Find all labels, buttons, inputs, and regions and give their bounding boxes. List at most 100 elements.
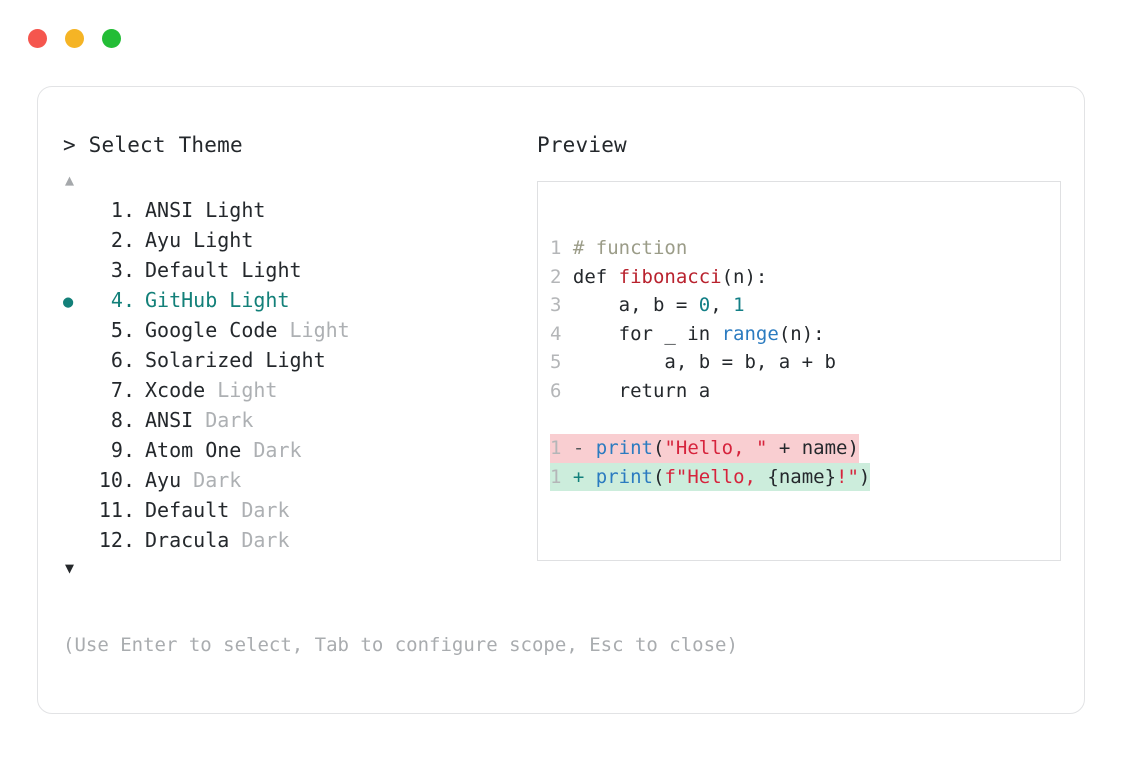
theme-item-number: 6. — [98, 348, 135, 372]
theme-item-number: 12. — [98, 528, 135, 552]
diff-plus-icon: + — [572, 465, 596, 488]
theme-item-variant: Light — [181, 228, 254, 252]
code-token: (n): — [778, 322, 825, 345]
code-token: for _ in — [572, 322, 722, 345]
code-line: 5 a, b = b, a + b — [550, 348, 870, 377]
code-token: 1 — [733, 294, 745, 317]
line-number: 5 — [550, 351, 573, 374]
code-token: + name) — [767, 437, 859, 460]
theme-list-item[interactable]: ● 4.GitHub Light — [63, 285, 533, 315]
diff-minus-icon: - — [572, 437, 596, 460]
theme-item-variant: Dark — [181, 468, 242, 492]
scroll-up-icon[interactable]: ▲ — [65, 171, 75, 189]
theme-item-name: Ayu — [145, 228, 182, 252]
code-token: # function — [572, 237, 688, 259]
theme-item-variant: Dark — [241, 438, 302, 462]
code-token: ) — [858, 465, 871, 488]
theme-list-item[interactable]: 8.ANSI Dark — [63, 405, 533, 435]
theme-item-number: 7. — [98, 378, 135, 402]
bullet-placeholder — [63, 437, 93, 467]
theme-item-number: 10. — [98, 468, 135, 492]
diff-line-added: 1 + print(f"Hello, {name}!") — [550, 462, 871, 492]
code-line: 6 return a — [550, 377, 870, 406]
theme-list-item[interactable]: 10.Ayu Dark — [63, 465, 533, 495]
theme-list-item[interactable]: 3. Default Light — [63, 255, 533, 285]
bullet-placeholder — [63, 467, 93, 497]
code-line: 2 def fibonacci(n): — [550, 263, 870, 292]
theme-item-variant: Light — [205, 378, 278, 402]
bullet-placeholder — [63, 407, 93, 437]
code-token: print — [595, 437, 653, 460]
theme-item-variant: Light — [229, 258, 302, 282]
bullet-placeholder — [63, 257, 93, 287]
code-token: return a — [572, 379, 711, 402]
close-button-icon[interactable] — [28, 28, 47, 48]
code-token: 0 — [698, 294, 711, 317]
theme-item-number: 2. — [98, 228, 135, 252]
code-token: {name} — [767, 465, 837, 488]
theme-list-item[interactable]: 12. Dracula Dark — [63, 525, 533, 555]
diff-row: 1 - print("Hello, " + name) — [550, 434, 870, 463]
theme-item-name: Atom One — [145, 438, 242, 462]
theme-item-variant: Dark — [229, 528, 290, 552]
line-number: 1 — [550, 465, 573, 488]
theme-item-number: 5. — [98, 318, 135, 342]
line-number: 6 — [550, 379, 573, 402]
theme-item-name: Default — [145, 258, 230, 282]
card-columns: > Select Theme ▲ 1.ANSI Light 2. Ayu Ligh… — [38, 87, 1084, 713]
theme-item-name: Dracula — [145, 528, 230, 552]
theme-list-item[interactable]: 11.Default Dark — [63, 495, 533, 525]
bullet-placeholder — [63, 527, 93, 557]
theme-list-item[interactable]: 1.ANSI Light — [63, 195, 533, 225]
diff-block: 1 - print("Hello, " + name)1 + print(f"H… — [550, 434, 871, 492]
line-number: 3 — [550, 294, 573, 317]
theme-item-variant: Light — [277, 318, 350, 342]
theme-item-variant: Light — [217, 288, 290, 312]
keyboard-hint: (Use Enter to select, Tab to configure s… — [63, 634, 738, 656]
theme-list-item[interactable]: 7.Xcode Light — [63, 375, 533, 405]
code-token: range — [721, 322, 779, 345]
bullet-placeholder — [63, 227, 93, 257]
theme-item-name: Solarized — [145, 348, 254, 372]
theme-item-number: 9. — [98, 438, 135, 462]
theme-item-name: Google Code — [145, 318, 278, 342]
theme-list-item[interactable]: 2. Ayu Light — [63, 225, 533, 255]
bullet-placeholder — [63, 197, 93, 227]
maximize-button-icon[interactable] — [102, 28, 121, 48]
window-titlebar — [0, 0, 1129, 76]
code-token: , — [710, 294, 734, 317]
line-number: 2 — [550, 265, 573, 288]
line-number: 1 — [550, 237, 573, 259]
select-theme-prompt: > Select Theme — [63, 133, 243, 157]
code-line: 4 for _ in range(n): — [550, 320, 870, 349]
code-token: a, b = b, a + b — [572, 351, 836, 374]
theme-list-item[interactable]: 5. Google Code Light — [63, 315, 533, 345]
code-token: !" — [836, 465, 859, 488]
window-controls — [28, 28, 121, 48]
theme-item-number: 4. — [98, 288, 135, 312]
preview-box: 1 # function 2 def fibonacci(n):3 a, b = … — [537, 181, 1061, 561]
theme-item-name: ANSI — [145, 408, 194, 432]
bullet-placeholder — [63, 317, 93, 347]
code-token: (n): — [721, 265, 768, 288]
preview-pane: Preview 1 # function 2 def fibonacci(n):3… — [537, 131, 1067, 561]
theme-list: 1.ANSI Light 2. Ayu Light 3. Default Light… — [63, 195, 533, 555]
code-token: "Hello, " — [664, 437, 768, 460]
theme-item-name: Default — [145, 498, 230, 522]
code-token: f"Hello, — [664, 465, 768, 488]
bullet-placeholder — [63, 377, 93, 407]
line-number: 4 — [550, 322, 573, 345]
code-token: ( — [652, 465, 665, 488]
minimize-button-icon[interactable] — [65, 28, 84, 48]
preview-title: Preview — [537, 133, 627, 157]
theme-item-name: GitHub — [145, 288, 218, 312]
bullet-placeholder — [63, 497, 93, 527]
theme-item-variant: Light — [193, 198, 266, 222]
theme-item-variant: Dark — [229, 498, 290, 522]
theme-item-name: ANSI — [145, 198, 194, 222]
theme-list-item[interactable]: 9. Atom One Dark — [63, 435, 533, 465]
theme-item-number: 3. — [98, 258, 135, 282]
code-token: fibonacci — [618, 265, 722, 288]
theme-list-item[interactable]: 6.Solarized Light — [63, 345, 533, 375]
scroll-down-icon[interactable]: ▼ — [65, 559, 75, 577]
